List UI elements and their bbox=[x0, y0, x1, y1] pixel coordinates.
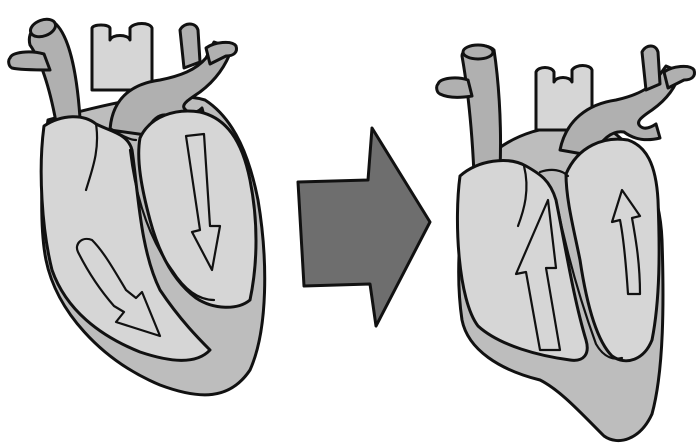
heart-left bbox=[9, 16, 265, 395]
heart-right-vena-cava-opening bbox=[463, 45, 493, 59]
heart-right-aorta-branch-1 bbox=[642, 46, 660, 90]
heart-left-aorta-branch-1 bbox=[180, 24, 200, 68]
heart-left-pulmonary-trunk bbox=[92, 24, 152, 91]
heart-right-vena-cava bbox=[462, 46, 501, 174]
heart-right bbox=[437, 45, 695, 441]
heart-right-aorta-branch-2 bbox=[664, 66, 695, 88]
heart-right-vena-cava-branch bbox=[437, 78, 472, 97]
heart-left-vena-cava-branch bbox=[9, 52, 50, 70]
transition-arrow bbox=[298, 128, 430, 326]
